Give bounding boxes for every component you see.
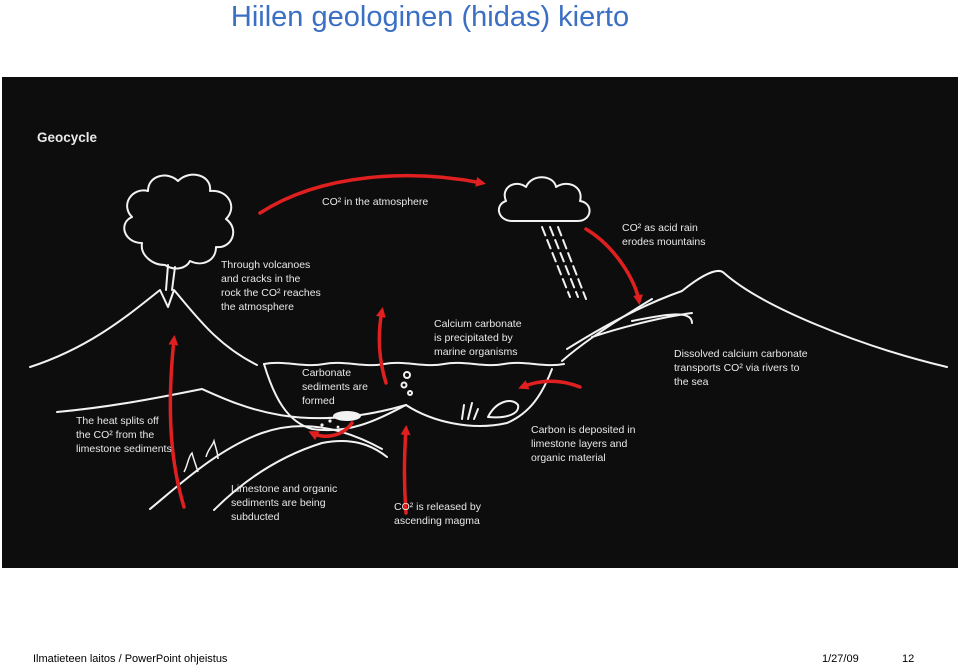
footer-organization: Ilmatieteen laitos / PowerPoint ohjeistu… xyxy=(33,653,228,665)
figure-heading: Geocycle xyxy=(37,130,98,145)
arrow-calcium-up xyxy=(375,307,388,385)
slide-title: Hiilen geologinen (hidas) kierto xyxy=(230,1,630,33)
arrow-to-atmosphere xyxy=(258,173,486,215)
label-subducted: Limestone and organic sediments are bein… xyxy=(231,483,338,523)
crust-line xyxy=(56,388,407,420)
label-heat-splits: The heat splits off the CO² from the lim… xyxy=(76,415,172,455)
label-co2-atmosphere: CO² in the atmosphere xyxy=(322,196,429,208)
rain-cloud xyxy=(497,176,591,222)
ocean-basin-left xyxy=(263,363,407,432)
label-acid-rain: CO² as acid rain erodes mountains xyxy=(622,222,706,248)
bubble xyxy=(407,390,413,396)
label-carbon-deposited: Carbon is deposited in limestone layers … xyxy=(531,424,636,464)
arrow-acid-rain xyxy=(584,227,643,305)
arrow-sediments xyxy=(308,421,354,441)
mountain-ridges xyxy=(561,298,693,362)
geocycle-figure: Geocycle CO² in the atmosphere CO² as ac… xyxy=(2,77,958,568)
rain-streaks xyxy=(541,226,587,300)
label-co2-released: CO² is released by ascending magma xyxy=(394,501,481,527)
footer-page-number: 12 xyxy=(902,653,915,665)
arrow-to-rivers-sea xyxy=(518,379,582,390)
coral xyxy=(461,402,479,420)
footer-date: 1/27/09 xyxy=(822,653,859,665)
shell xyxy=(487,400,520,419)
bubble xyxy=(400,381,408,389)
arrow-magma-up xyxy=(400,425,411,515)
label-volcanoes: Through volcanoes and cracks in the rock… xyxy=(221,259,321,313)
bubble xyxy=(403,371,411,379)
label-dissolved-calcium: Dissolved calcium carbonate transports C… xyxy=(674,348,808,388)
ocean-basin-right xyxy=(405,368,553,427)
volcano-outline xyxy=(29,289,258,368)
volcano-vent xyxy=(165,264,176,291)
eruption-cloud xyxy=(123,173,235,270)
subducting-plate-bottom xyxy=(213,439,388,511)
label-sediments-formed: Carbonate sediments are formed xyxy=(302,367,368,407)
sea-surface xyxy=(263,361,565,367)
geocycle-illustration xyxy=(29,173,948,515)
heat-flames xyxy=(183,438,219,473)
sediment-deposit xyxy=(320,411,361,429)
arrow-heat-up xyxy=(168,335,186,509)
label-calcium-precipitated: Calcium carbonate is precipitated by mar… xyxy=(434,318,522,358)
